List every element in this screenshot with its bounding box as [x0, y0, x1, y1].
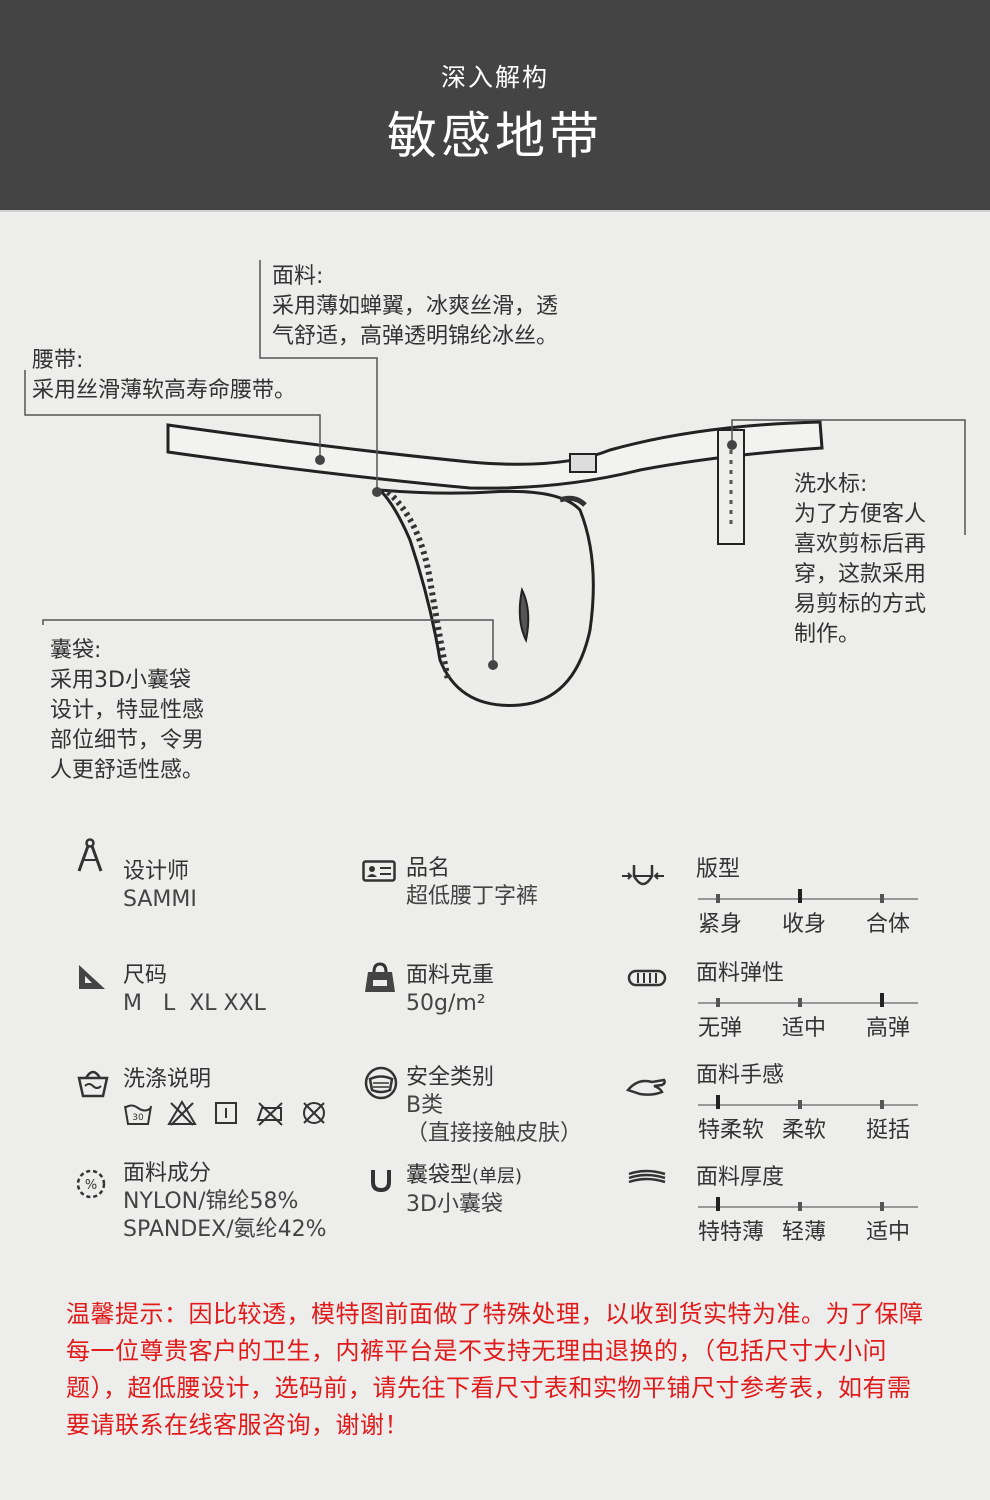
scale-tick-selected	[798, 889, 802, 903]
annotation-pouch-title: 囊袋:	[50, 638, 102, 663]
drip-dry-icon	[215, 1102, 237, 1124]
percent-icon: %	[76, 1169, 106, 1199]
annotation-waistband-text: 采用丝滑薄软高寿命腰带。	[32, 378, 297, 403]
spec-wash-care: 洗涤说明 30	[123, 1066, 329, 1126]
spec-size-label: 尺码	[123, 963, 168, 988]
scale-tick	[880, 1202, 884, 1211]
spec-designer: 设计师 SAMMI	[123, 858, 197, 914]
safety-mask-icon	[364, 1066, 398, 1100]
header-banner: 深入解构 敏感地带	[0, 0, 990, 212]
scale-tick	[798, 1202, 802, 1211]
wash-30-icon: 30	[124, 1104, 152, 1125]
spec-product-name-value: 超低腰丁字裤	[406, 884, 539, 909]
scale-option: 挺括	[866, 1118, 911, 1143]
thickness-icon	[628, 1169, 666, 1184]
fit-body-icon	[622, 865, 664, 886]
scale-tick-selected	[716, 1197, 720, 1211]
annotation-fabric-text: 采用薄如蝉翼，冰爽丝滑，透 气舒适，高弹透明锦纶冰丝。	[272, 294, 559, 349]
scale-option: 高弹	[866, 1016, 911, 1041]
spec-safety: 安全类别 B类 （直接接触皮肤）	[406, 1064, 582, 1148]
spec-pouch-type-note: (单层)	[472, 1166, 523, 1187]
spec-wash-care-label: 洗涤说明	[123, 1067, 212, 1092]
spec-composition-value: NYLON/锦纶58% SPANDEX/氨纶42%	[123, 1189, 327, 1242]
spec-fabric-weight: 面料克重 50g/m²	[406, 962, 494, 1018]
no-dry-clean-icon	[303, 1102, 325, 1124]
spec-designer-value: SAMMI	[123, 887, 197, 912]
scale-hand-feel-title: 面料手感	[696, 1063, 785, 1088]
scale-elasticity-title: 面料弹性	[696, 961, 785, 986]
annotation-waistband-title: 腰带:	[32, 348, 84, 373]
scale-bar	[698, 1002, 918, 1004]
scale-thickness-title: 面料厚度	[696, 1165, 785, 1190]
spec-pouch-type-label-row: 囊袋型(单层)	[406, 1162, 522, 1191]
scale-bar	[698, 898, 918, 900]
spec-composition: 面料成分 NYLON/锦纶58% SPANDEX/氨纶42%	[123, 1160, 327, 1244]
compass-icon	[77, 838, 103, 872]
spec-fabric-weight-label: 面料克重	[406, 963, 495, 988]
scale-option: 特特薄	[698, 1220, 765, 1245]
scale-tick	[880, 1100, 884, 1109]
scale-tick	[880, 894, 884, 903]
spec-safety-value: B类 （直接接触皮肤）	[406, 1093, 583, 1146]
scale-tick-selected	[880, 993, 884, 1007]
spec-designer-label: 设计师	[123, 859, 190, 884]
scale-option: 特柔软	[698, 1118, 765, 1143]
scale-option: 适中	[866, 1220, 911, 1245]
scale-option: 紧身	[698, 912, 743, 937]
scale-option: 适中	[782, 1016, 827, 1041]
spec-safety-label: 安全类别	[406, 1065, 495, 1090]
scale-tick	[716, 998, 720, 1007]
annotation-wash-label: 洗水标: 为了方便客人 喜欢剪标后再 穿，这款采用 易剪标的方式 制作。	[794, 470, 926, 650]
svg-text:%: %	[85, 1178, 97, 1193]
header-subtitle: 深入解构	[440, 63, 549, 92]
annotation-pouch: 囊袋: 采用3D小囊袋 设计，特显性感 部位细节，令男 人更舒适性感。	[50, 636, 204, 786]
scale-option: 合体	[866, 912, 911, 937]
basket-icon	[77, 1070, 109, 1098]
annotation-fabric-title: 面料:	[272, 264, 324, 289]
scale-tick	[798, 1100, 802, 1109]
spec-size-value: M L XL XXL	[123, 991, 266, 1016]
spec-pouch-type-label: 囊袋型	[406, 1163, 473, 1188]
product-illustration	[24, 260, 966, 707]
annotation-fabric: 面料: 采用薄如蝉翼，冰爽丝滑，透 气舒适，高弹透明锦纶冰丝。	[272, 262, 558, 352]
annotation-wash-label-title: 洗水标:	[794, 472, 868, 497]
spec-product-name: 品名 超低腰丁字裤	[406, 855, 538, 911]
spec-product-name-label: 品名	[406, 856, 451, 881]
scale-fit-title: 版型	[696, 857, 741, 882]
scale-option: 轻薄	[782, 1220, 827, 1245]
waistband-shape	[166, 420, 824, 490]
scale-tick	[716, 894, 720, 903]
spec-fabric-weight-value: 50g/m²	[406, 991, 486, 1016]
wash-symbols: 30	[123, 1100, 329, 1126]
scale-bar	[698, 1206, 918, 1208]
pouch-shape	[376, 488, 595, 707]
spec-composition-label: 面料成分	[123, 1161, 212, 1186]
spec-pouch-type: 囊袋型(单层) 3D小囊袋	[406, 1162, 522, 1219]
scale-option: 无弹	[698, 1016, 743, 1041]
spec-pouch-type-value: 3D小囊袋	[406, 1192, 503, 1217]
annotation-pouch-text: 采用3D小囊袋 设计，特显性感 部位细节，令男 人更舒适性感。	[50, 668, 205, 783]
hand-feel-icon	[626, 1078, 666, 1096]
scale-tick-selected	[716, 1095, 720, 1109]
notice-text: 温馨提示：因比较透，模特图前面做了特殊处理，以收到货实特为准。为了保障每一位尊贵…	[66, 1300, 924, 1439]
elastic-band-icon	[627, 969, 667, 987]
header-title: 敏感地带	[387, 107, 603, 165]
spec-size: 尺码 M L XL XXL	[123, 962, 266, 1018]
scale-bar	[698, 1104, 918, 1106]
id-card-icon	[362, 860, 396, 882]
no-iron-icon	[256, 1102, 283, 1126]
annotation-waistband: 腰带: 采用丝滑薄软高寿命腰带。	[32, 346, 296, 406]
weight-icon	[365, 962, 395, 992]
scale-option: 收身	[782, 912, 827, 937]
logo-patch	[569, 453, 597, 473]
annotation-wash-label-text: 为了方便客人 喜欢剪标后再 穿，这款采用 易剪标的方式 制作。	[794, 502, 927, 647]
scale-option: 柔软	[782, 1118, 827, 1143]
svg-text:30: 30	[132, 1113, 144, 1123]
scale-tick	[798, 998, 802, 1007]
no-bleach-icon	[167, 1100, 197, 1126]
set-square-icon	[79, 965, 105, 989]
u-letter-icon	[371, 1170, 391, 1192]
